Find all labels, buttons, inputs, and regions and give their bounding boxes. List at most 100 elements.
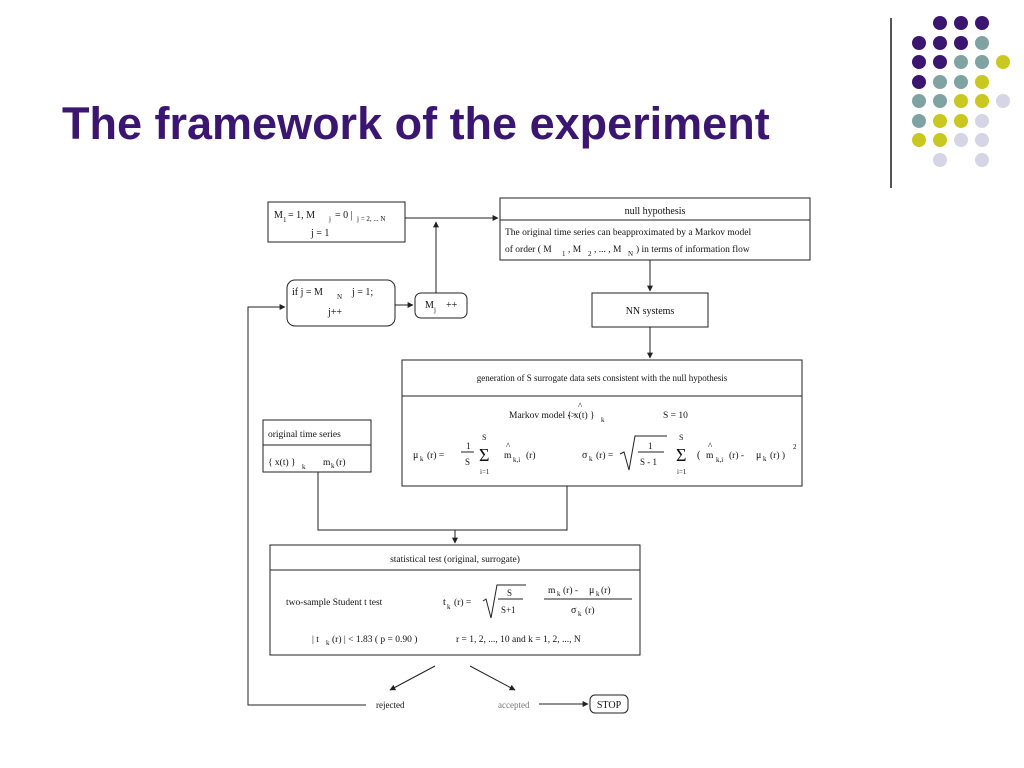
decorative-dot [954, 113, 968, 128]
sigma-sm1: S - 1 [640, 457, 657, 467]
decorative-dot [933, 152, 947, 167]
statistical-test-box [269, 544, 641, 656]
ttest-t-r: (r) = [454, 597, 471, 608]
init-m-eq: = 1, M [288, 210, 315, 221]
decorative-dot [954, 55, 968, 69]
ttest-num-k: k [557, 590, 561, 598]
ttest-num-m: m [548, 586, 556, 596]
decorative-dot [975, 35, 989, 50]
title-divider [890, 18, 892, 188]
nh-tail: ) in terms of information flow [636, 244, 750, 255]
accepted-label: accepted [498, 700, 530, 710]
mu-mhat-hat: ^ [506, 441, 511, 451]
mj-pp: ++ [446, 300, 458, 311]
ttest-num-r2: (r) [601, 585, 611, 596]
loop-inc: j++ [327, 307, 342, 318]
mj-m: M [425, 300, 434, 311]
null-hypothesis-title: null hypothesis [625, 206, 686, 217]
decorative-dot [912, 74, 926, 89]
ttest-den-r: (r) [585, 605, 595, 616]
decorative-dot [975, 94, 989, 108]
decorative-dot [996, 94, 1010, 108]
decorative-dot [954, 74, 968, 89]
sigma-symbol: σ [582, 450, 588, 461]
mu-symbol: μ [413, 450, 418, 461]
decorative-dot [933, 74, 947, 89]
xt-hat: ^ [578, 401, 583, 411]
decorative-dot [975, 16, 989, 30]
decorative-dot [912, 55, 926, 69]
init-j1: j = 1 [310, 228, 329, 239]
sigma-rminus: (r) - [729, 450, 744, 461]
loop-sub-n: N [337, 293, 342, 301]
surrogate-s: S = 10 [663, 411, 688, 421]
mu-sum: Σ [479, 445, 489, 465]
mu-sum-bot: i=1 [480, 468, 490, 476]
mj-box [414, 292, 468, 319]
ttest-cond-tail: (r) | < 1.83 ( p = 0.90 ) [332, 634, 417, 645]
mu-sum-top: S [482, 433, 486, 442]
sigma-sum-top: S [679, 433, 683, 442]
sigma-mu: μ [756, 450, 761, 461]
ttest-cond: | t [312, 635, 319, 645]
orig-m-k: k [331, 462, 335, 470]
mu-rr: (r) [526, 450, 536, 461]
mj-sub: j [433, 306, 436, 314]
decorative-dot [912, 133, 926, 147]
decorative-dot [954, 35, 968, 50]
rejected-label: rejected [376, 700, 405, 710]
sigma-open: ( [697, 450, 701, 461]
sigma-ki: k,i [716, 456, 723, 464]
mu-ki: k,i [513, 456, 520, 464]
sigma-sum-bot: i=1 [677, 468, 687, 476]
nh-m2: , M [568, 245, 582, 255]
null-hypothesis-box [499, 197, 811, 261]
sigma-k: k [589, 455, 593, 463]
ttest-num-k2: k [596, 590, 600, 598]
decorative-dot [933, 133, 947, 147]
sigma-sum: Σ [676, 445, 686, 465]
decorative-dot [975, 113, 989, 128]
orig-m-r: (r) [336, 457, 346, 468]
init-range: j = 2, ... N [356, 215, 385, 223]
orig-xt-k: k [302, 463, 306, 471]
ttest-S: S [507, 588, 512, 598]
init-m: M [274, 210, 283, 221]
nh-order: of order ( M [505, 244, 552, 255]
stop-label: STOP [597, 700, 622, 711]
decorative-dot [933, 35, 947, 50]
loop-box [286, 279, 396, 327]
init-zero: = 0 | [335, 210, 353, 221]
sigma-rclose: (r) ) [770, 450, 785, 461]
original-series-box [262, 419, 372, 473]
surrogate-xt-k: k [601, 416, 605, 424]
ttest-range: r = 1, 2, ..., 10 and k = 1, 2, ..., N [456, 635, 581, 645]
decorative-dot [975, 55, 989, 69]
init-box [267, 201, 406, 243]
markov-model-label: Markov model -> [509, 411, 576, 421]
stop-box [589, 694, 629, 714]
sigma-mhat-hat: ^ [708, 441, 713, 451]
slide-title: The framework of the experiment [62, 98, 770, 149]
sigma-mu-k: k [763, 455, 767, 463]
ttest-S1: S+1 [501, 605, 516, 615]
decorative-dot [954, 16, 968, 30]
mu-mhat: m [504, 451, 512, 461]
ttest-name: two-sample Student t test [286, 598, 383, 608]
nh-mn: , ... , M [594, 245, 622, 255]
ttest-t: t [443, 597, 446, 608]
ttest-num-r: (r) - [563, 585, 578, 596]
init-sub1: 1 [283, 216, 287, 224]
surrogate-title: generation of S surrogate data sets cons… [477, 373, 728, 383]
statistical-test-title: statistical test (original, surrogate) [390, 554, 520, 565]
ttest-den-k: k [578, 610, 582, 618]
decorative-dot [912, 35, 926, 50]
sigma-r: (r) = [596, 450, 613, 461]
decorative-dot [975, 74, 989, 89]
null-hypothesis-line1: The original time series can beapproxima… [505, 228, 751, 238]
ttest-t-k: k [447, 603, 451, 611]
nh-sub1: 1 [562, 250, 566, 258]
decorative-dot [954, 133, 968, 147]
framework-diagram: M 1 = 1, M j = 0 | j = 2, ... N j = 1 nu… [247, 197, 811, 714]
original-series-title: original time series [268, 430, 341, 440]
